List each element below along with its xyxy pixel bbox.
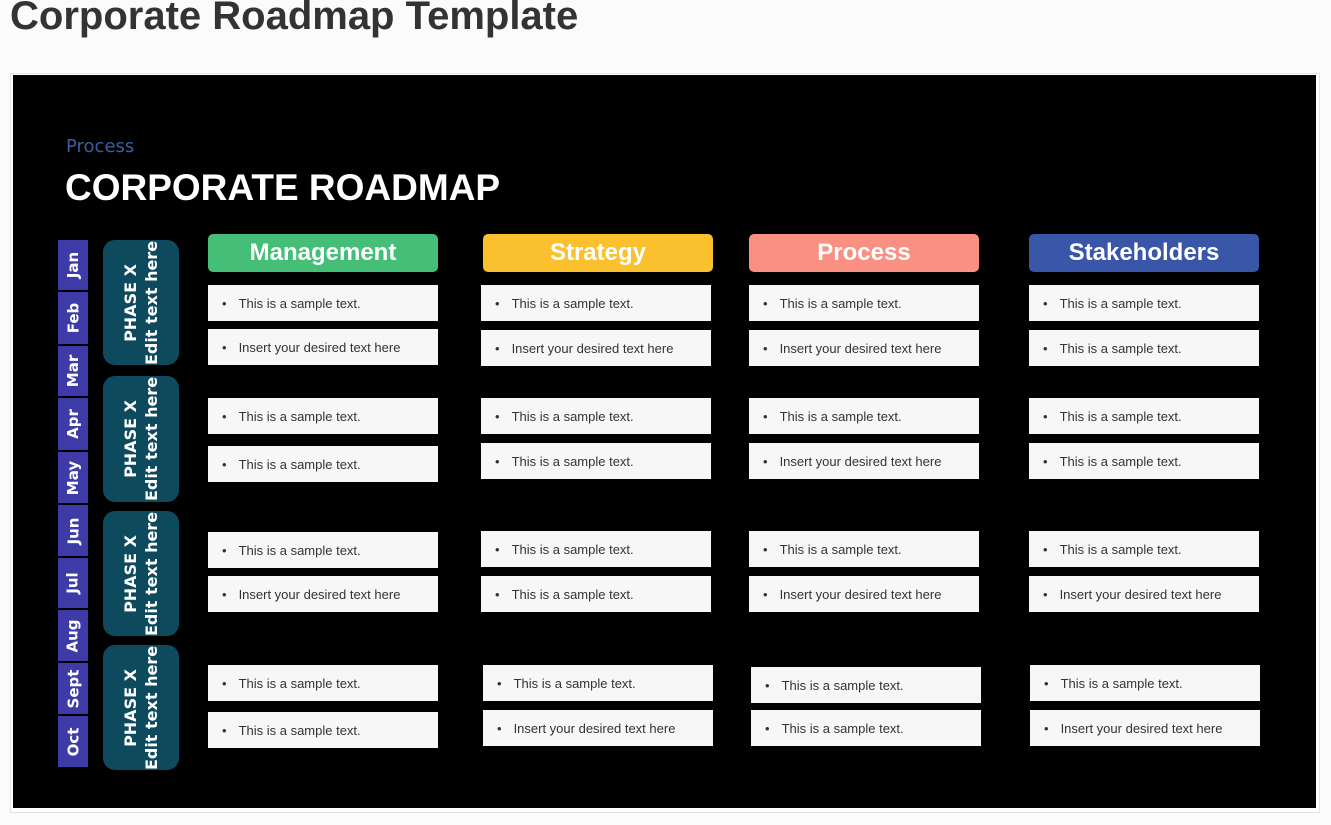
phase-subtitle: Edit text here xyxy=(142,376,162,502)
card: This is a sample text. xyxy=(749,398,979,434)
month-label: Jun xyxy=(63,517,82,544)
slide-heading: CORPORATE ROADMAP xyxy=(65,167,501,208)
month-label: Oct xyxy=(63,727,82,756)
month-label: May xyxy=(64,460,82,495)
roadmap-slide: Process CORPORATE ROADMAP Jan Feb Mar Ap… xyxy=(13,75,1316,808)
card: Insert your desired text here xyxy=(208,329,438,365)
card: This is a sample text. xyxy=(208,446,438,482)
phase-title: PHASE X xyxy=(121,668,141,747)
phase-text: PHASE X Edit text here xyxy=(120,377,162,501)
month-label: Sept xyxy=(64,669,83,708)
card: This is a sample text. xyxy=(1029,398,1259,434)
month-aug: Aug xyxy=(58,610,88,661)
phase-pill: PHASE X Edit text here xyxy=(103,376,179,502)
phase-title: PHASE X xyxy=(121,263,141,342)
card: Insert your desired text here xyxy=(483,710,713,746)
card: This is a sample text. xyxy=(481,285,711,321)
month-label: Jan xyxy=(63,251,82,279)
phase-subtitle: Edit text here xyxy=(142,645,162,770)
card: This is a sample text. xyxy=(481,398,711,434)
month-may: May xyxy=(58,452,88,503)
card: This is a sample text. xyxy=(751,710,981,746)
card: This is a sample text. xyxy=(208,712,438,748)
column-header-strategy: Strategy xyxy=(483,234,713,272)
month-feb: Feb xyxy=(58,292,88,344)
card: This is a sample text. xyxy=(483,665,713,701)
card: This is a sample text. xyxy=(1029,330,1259,366)
phase-pill: PHASE X Edit text here xyxy=(103,240,179,365)
card: Insert your desired text here xyxy=(1030,710,1260,746)
phase-subtitle: Edit text here xyxy=(142,240,162,365)
month-jul: Jul xyxy=(58,558,88,608)
slide-kicker: Process xyxy=(66,136,135,157)
card: Insert your desired text here xyxy=(749,443,979,479)
card: This is a sample text. xyxy=(749,285,979,321)
page-title: Corporate Roadmap Template xyxy=(10,0,579,38)
column-header-stakeholders: Stakeholders xyxy=(1029,234,1259,272)
card: This is a sample text. xyxy=(1029,531,1259,567)
phase-title: PHASE X xyxy=(121,534,141,613)
card: This is a sample text. xyxy=(751,667,981,703)
column-header-process: Process xyxy=(749,234,979,272)
column-header-management: Management xyxy=(208,234,438,272)
card: This is a sample text. xyxy=(481,531,711,567)
card: This is a sample text. xyxy=(208,398,438,434)
card: This is a sample text. xyxy=(208,532,438,568)
card: This is a sample text. xyxy=(1029,285,1259,321)
phase-subtitle: Edit text here xyxy=(142,511,162,636)
card: Insert your desired text here xyxy=(749,576,979,612)
card: This is a sample text. xyxy=(1029,443,1259,479)
phase-text: PHASE X Edit text here xyxy=(120,240,162,364)
month-sept: Sept xyxy=(58,663,88,714)
month-label: Jul xyxy=(64,572,82,594)
card: Insert your desired text here xyxy=(1029,576,1259,612)
phase-text: PHASE X Edit text here xyxy=(120,645,162,769)
month-label: Aug xyxy=(64,618,82,653)
phase-text: PHASE X Edit text here xyxy=(120,511,162,635)
card: This is a sample text. xyxy=(481,443,711,479)
month-jan: Jan xyxy=(58,240,88,290)
card: Insert your desired text here xyxy=(208,576,438,612)
card: Insert your desired text here xyxy=(749,330,979,366)
card: This is a sample text. xyxy=(208,665,438,701)
card: This is a sample text. xyxy=(481,576,711,612)
month-mar: Mar xyxy=(58,346,88,396)
phase-title: PHASE X xyxy=(121,400,141,478)
card: This is a sample text. xyxy=(208,285,438,321)
month-apr: Apr xyxy=(58,398,88,450)
card: This is a sample text. xyxy=(1030,665,1260,701)
month-label: Feb xyxy=(64,302,82,334)
month-label: Apr xyxy=(64,409,82,439)
month-label: Mar xyxy=(64,354,83,388)
month-oct: Oct xyxy=(58,716,88,767)
phase-pill: PHASE X Edit text here xyxy=(103,645,179,770)
card: This is a sample text. xyxy=(749,531,979,567)
card: Insert your desired text here xyxy=(481,330,711,366)
month-jun: Jun xyxy=(58,505,88,556)
phase-pill: PHASE X Edit text here xyxy=(103,511,179,636)
